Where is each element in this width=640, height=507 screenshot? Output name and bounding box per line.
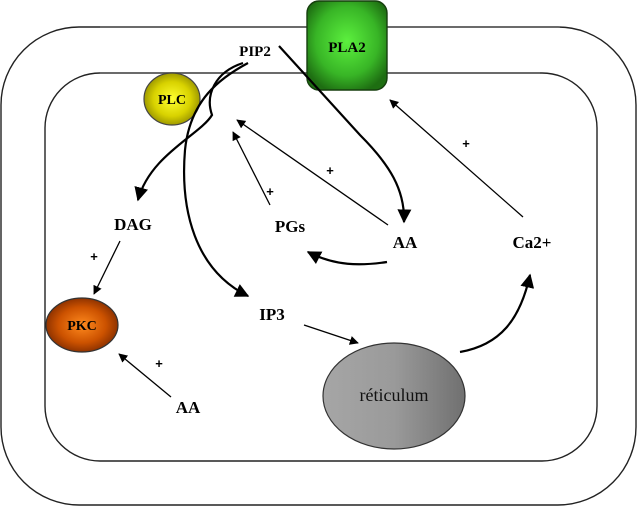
arrow-aa-to-plc xyxy=(236,119,389,226)
sign-ca2-to-pla2: + xyxy=(462,136,470,151)
arrow-ip3-to-reticulum xyxy=(303,324,359,345)
arrow-aa-to-pgs xyxy=(306,251,388,266)
plc-label: PLC xyxy=(158,93,186,108)
pla2-node[interactable]: PLA2 xyxy=(306,0,388,91)
plasma-membrane-inner xyxy=(44,72,598,462)
arrow-pip2-to-dag xyxy=(134,61,244,202)
pkc-node[interactable]: PKC xyxy=(45,297,119,353)
aa-center-label: AA xyxy=(393,233,418,252)
arrow-dag-to-pkc xyxy=(93,240,121,295)
sign-pgs-to-plc: + xyxy=(266,184,274,199)
dag-label: DAG xyxy=(114,215,152,234)
arrow-pgs-to-plc xyxy=(232,131,271,206)
pla2-label: PLA2 xyxy=(328,40,366,56)
plc-node[interactable]: PLC xyxy=(143,72,201,126)
sign-dag-to-pkc: + xyxy=(90,249,98,264)
arrow-pip2-to-ip3 xyxy=(183,62,250,297)
sign-aa-to-plc: + xyxy=(326,163,334,178)
reticulum-label: réticulum xyxy=(360,385,429,405)
reticulum-node[interactable]: réticulum xyxy=(322,342,466,450)
sign-aa-to-pkc: + xyxy=(155,356,163,371)
ca2-label: Ca2+ xyxy=(513,233,552,252)
arrow-reticulum-to-ca2 xyxy=(459,273,535,354)
plasma-membrane-outer xyxy=(0,26,637,506)
arrow-aa-to-pkc xyxy=(118,353,172,398)
ip3-label: IP3 xyxy=(259,305,285,324)
pip2-label: PIP2 xyxy=(239,44,271,60)
arrow-ca2-to-pla2 xyxy=(389,99,524,218)
pkc-label: PKC xyxy=(67,319,97,334)
aa-bottom-label: AA xyxy=(176,398,201,417)
pgs-label: PGs xyxy=(275,217,306,236)
arrow-pip2-to-aa xyxy=(278,45,412,224)
